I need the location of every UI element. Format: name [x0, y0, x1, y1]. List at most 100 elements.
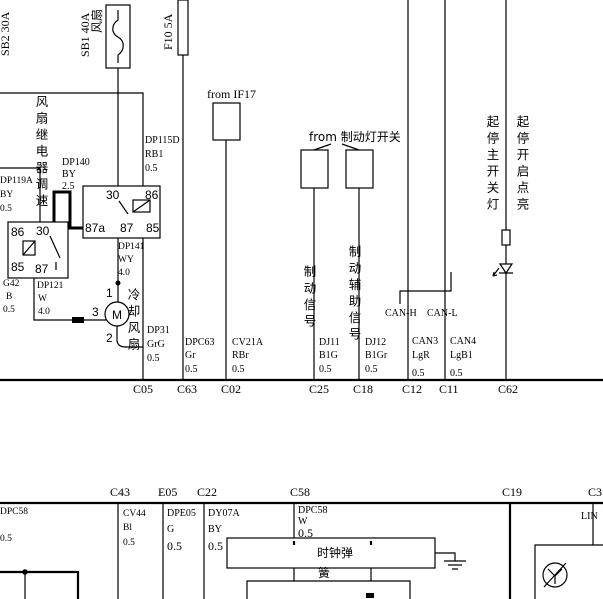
- caption-brake-aux-signal: 制动辅助信号: [347, 245, 362, 344]
- horn-symbol-icon: [543, 562, 567, 588]
- wire-g42-gauge: 0.5: [3, 305, 15, 315]
- wire-dpc63-color: Gr: [185, 350, 196, 361]
- wire-dp119a-id: DP119A: [0, 176, 33, 186]
- motor-pin-3: 3: [92, 305, 99, 319]
- wire-g42-color: B: [6, 292, 12, 302]
- wire-cv44-id: CV44: [123, 509, 146, 519]
- wire-dp119a: [0, 167, 41, 222]
- wire-dy07a-color: BY: [208, 524, 222, 535]
- relay-1-pin-86: 86: [11, 225, 25, 239]
- clock-spring-lower-box: [246, 580, 411, 599]
- wire-dp121-color: W: [38, 294, 47, 304]
- wire-dpc63-gauge: 0.5: [185, 364, 198, 375]
- wire-dp115d: [0, 92, 144, 186]
- relay-1-switch-icon: [22, 235, 61, 270]
- clock-spring-terminals: [292, 541, 373, 545]
- wire-dj11-color: B1G: [319, 350, 338, 361]
- wire-dp115d-id: DP115D: [145, 135, 180, 146]
- relay-2-pin-87a: 87a: [85, 221, 105, 235]
- source-brake-box-1: [300, 149, 329, 189]
- connector-c58: C58: [290, 485, 310, 499]
- led-icon: [498, 245, 514, 380]
- wire-dp121-id: DP121: [37, 281, 64, 291]
- wire-dpe05-color: G: [167, 524, 174, 535]
- wire-cv21a-id: CV21A: [232, 337, 264, 348]
- wire-can4-color: LgB1: [450, 350, 473, 361]
- wire-dp141-id: DP141: [118, 242, 145, 252]
- relay-1-pin-30: 30: [36, 224, 50, 238]
- motor-symbol: M: [112, 308, 122, 322]
- source-brake-box-2: [345, 149, 374, 189]
- wire-dpc58-id: DPC58: [298, 505, 327, 516]
- wire-dp115d-gauge: 0.5: [145, 163, 158, 174]
- wire-dp140-gauge: 2.5: [62, 181, 75, 192]
- can-low-label: CAN-L: [427, 308, 458, 319]
- source-if17-box: [212, 102, 241, 141]
- wire-dpe05-gauge: 0.5: [167, 539, 182, 553]
- wire-cv44-gauge: 0.5: [123, 538, 135, 548]
- wire-g42-id: G42: [3, 279, 20, 289]
- wire-dj11-id: DJ11: [319, 337, 340, 348]
- ground-icon: [435, 552, 466, 570]
- relay-2-pin-86: 86: [145, 188, 159, 202]
- wire-dj12-gauge: 0.5: [365, 364, 378, 375]
- relay-1-body: [7, 221, 69, 279]
- wire-dpc58-left-id: DPC58: [0, 507, 28, 517]
- connector-c62: C62: [498, 382, 518, 396]
- connector-c18: C18: [353, 382, 373, 396]
- clock-spring-label-1: 时钟弹: [317, 545, 353, 560]
- terminal-block-icon: [366, 593, 374, 598]
- wire-dpc58-color: W: [298, 516, 308, 527]
- wire-dj12-id: DJ12: [365, 337, 386, 348]
- switch-module-body: [534, 544, 603, 599]
- connector-e05: E05: [158, 485, 177, 499]
- wire-cv21a-gauge: 0.5: [232, 364, 245, 375]
- clock-spring-label-2: 簧: [318, 565, 330, 580]
- wire-dpe05-id: DPE05: [167, 508, 196, 519]
- wire-dy07a-id: DY07A: [208, 508, 240, 519]
- junction-dot: [115, 280, 121, 286]
- wire-dp141-color: WY: [118, 255, 134, 265]
- wire-cv44-color: Bl: [123, 523, 132, 533]
- wire-dp119a-color: BY: [0, 190, 13, 200]
- wire-motor-pin2: [116, 326, 143, 348]
- connector-c25: C25: [309, 382, 329, 396]
- wire-can4-gauge: 0.5: [450, 368, 463, 379]
- connector-c02: C02: [221, 382, 241, 396]
- fuse-sb2-label: SB2 30A: [0, 11, 12, 56]
- wire-dpc58-left-gauge: 0.5: [0, 534, 12, 544]
- caption-brake-signal: 制动信号: [302, 265, 317, 331]
- wire-dp121: [33, 278, 106, 321]
- clock-spring-links: [293, 568, 372, 581]
- wire-dp141-gauge: 4.0: [118, 268, 130, 278]
- lamp-resistor: [501, 229, 511, 246]
- lin-label: LIN: [581, 511, 598, 522]
- wire-dpc58-gauge: 0.5: [298, 526, 313, 540]
- connector-c3: C3: [588, 485, 602, 499]
- wire-dj11-gauge: 0.5: [319, 364, 332, 375]
- connector-c43: C43: [110, 485, 130, 499]
- wire-dp140-id: DP140: [62, 157, 90, 168]
- fuse-f10-body: [177, 0, 189, 56]
- wire-dp31-id: DP31: [147, 325, 170, 336]
- relay-1-pin-85: 85: [11, 260, 25, 274]
- wire-dp119a-gauge: 0.5: [0, 204, 12, 214]
- wire-dp140: [52, 190, 86, 230]
- wire-dp121-gauge: 4.0: [38, 307, 50, 317]
- relay-2-pin-30: 30: [106, 188, 120, 202]
- caption-start-stop-on-light: 起停开启点亮: [515, 115, 530, 214]
- relay-2-switch-icon: [118, 199, 151, 215]
- caption-cooling-fan: 冷却风扇: [126, 288, 141, 354]
- wire-can3-id: CAN3: [412, 336, 438, 347]
- source-brake-switch-label: from 制动灯开关: [309, 130, 401, 144]
- relay-1-pin-87: 87: [35, 262, 49, 276]
- can-high-label: CAN-H: [385, 308, 417, 319]
- motor-pin-1: 1: [106, 286, 113, 300]
- fuse-sb1-label: SB1 40A: [78, 12, 92, 57]
- led-light-arrow-icon: [492, 267, 500, 277]
- wire-can4-id: CAN4: [450, 336, 476, 347]
- fuse-sb1-name: 风扇: [89, 9, 104, 33]
- wire-can3-gauge: 0.5: [412, 368, 425, 379]
- wire-dp140-color: BY: [62, 169, 76, 180]
